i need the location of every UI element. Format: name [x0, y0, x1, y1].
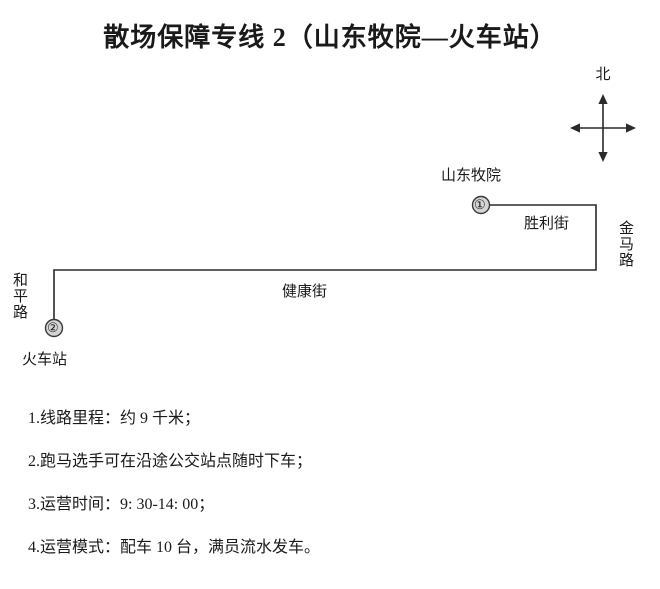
list-item: 4.运营模式：配车 10 台，满员流水发车。 — [28, 539, 321, 556]
street-label-jiankang-jie: 健康街 — [282, 284, 328, 300]
notes-list: 1.线路里程：约 9 千米； 2.跑马选手可在沿途公交站点随时下车； 3.运营时… — [28, 409, 638, 558]
compass-north-label: 北 — [595, 67, 611, 83]
stop-label-huochezhan: 火车站 — [22, 352, 68, 368]
route-line — [53, 204, 597, 328]
compass-rose: 北 — [560, 66, 646, 164]
street-label-heping-lu: 和平路 — [11, 272, 27, 320]
stop-marker-2-number: ② — [47, 320, 59, 335]
street-label-shengli-jie: 胜利街 — [524, 216, 570, 232]
stop-marker-1-number: ① — [474, 197, 486, 212]
list-item: 3.运营时间：9: 30-14: 00； — [28, 496, 215, 513]
route-diagram — [44, 195, 597, 338]
list-item: 2.跑马选手可在沿途公交站点随时下车； — [28, 453, 313, 470]
street-label-jinma-lu: 金马路 — [617, 220, 633, 268]
page-title: 散场保障专线 2（山东牧院—火车站） — [103, 23, 557, 52]
stop-label-shandong-muyuan: 山东牧院 — [441, 168, 502, 184]
list-item: 1.线路里程：约 9 千米； — [28, 410, 201, 427]
